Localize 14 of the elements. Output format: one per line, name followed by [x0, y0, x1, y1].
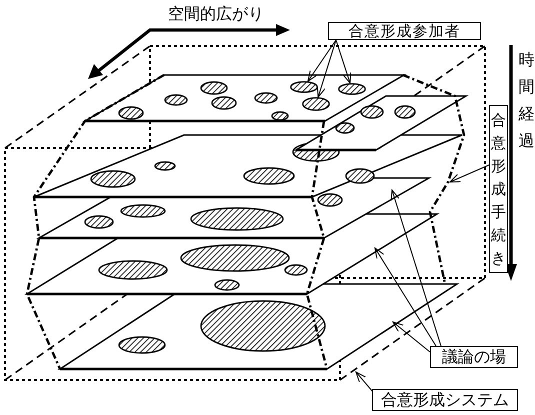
- leader-line: [336, 40, 352, 84]
- direction-label: 空間的広がり: [168, 6, 264, 22]
- direction-label: 時間経過: [518, 49, 535, 152]
- leader-line: [356, 372, 374, 392]
- label-box: 議論の場: [430, 346, 518, 368]
- leader-line: [450, 164, 490, 182]
- leader-line: [316, 40, 336, 98]
- label-box: 合意形成システム: [372, 389, 518, 411]
- leader-line: [307, 40, 336, 82]
- label-box: 合意形成参加者: [328, 22, 481, 40]
- label-box: 合意形成手続き: [489, 105, 508, 273]
- leader-line: [374, 248, 436, 346]
- leader-line: [392, 322, 430, 352]
- leader-line: [390, 190, 442, 346]
